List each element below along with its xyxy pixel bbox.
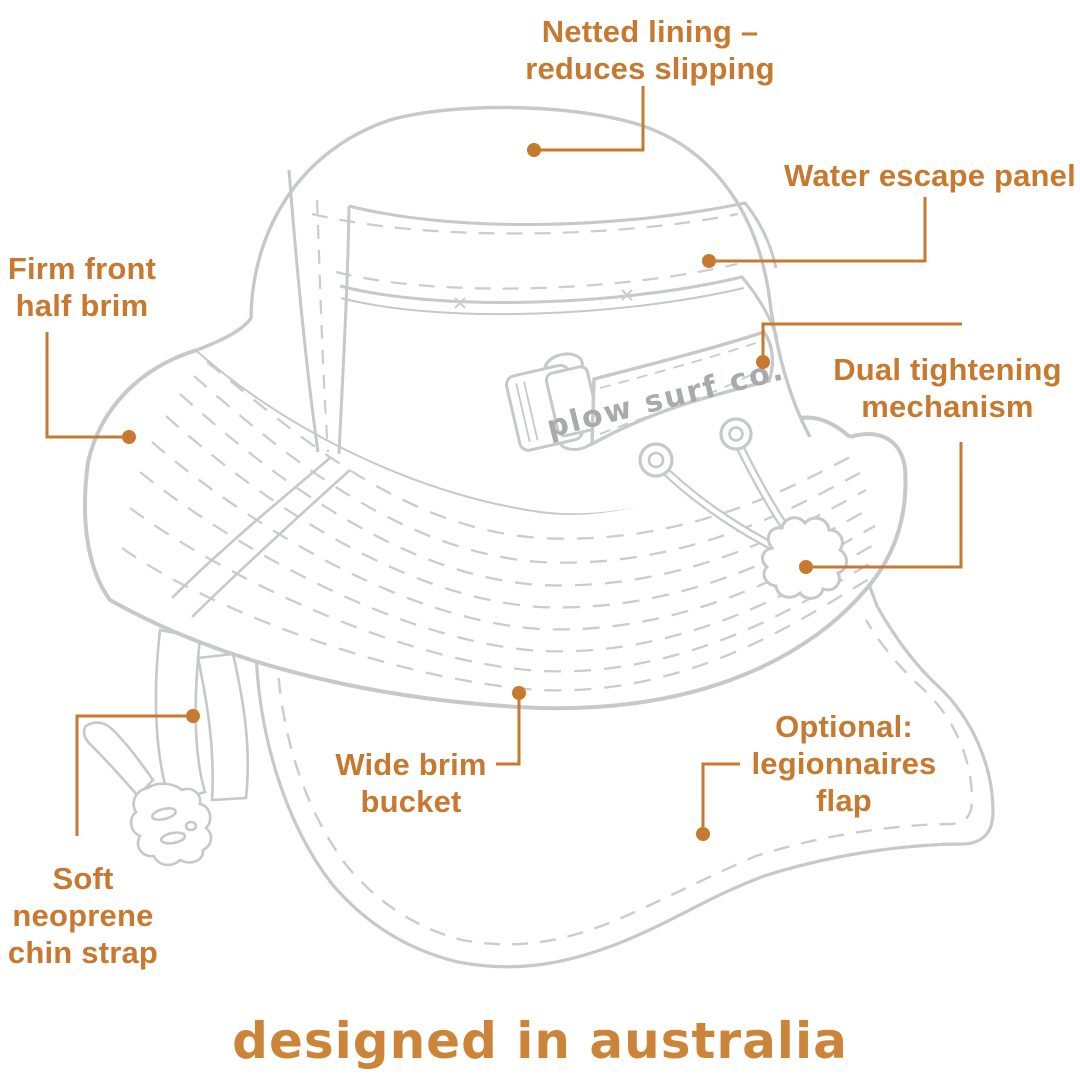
- footer-tagline: designed in australia: [232, 1012, 848, 1070]
- toggle-slot: [184, 820, 198, 832]
- dot-firm-brim: [122, 430, 136, 444]
- callout-dots: [122, 143, 813, 841]
- label-line: flap: [816, 783, 872, 819]
- label-line: chin strap: [7, 935, 159, 971]
- dot-wide-brim: [512, 686, 526, 700]
- label-line: Firm front: [7, 251, 157, 286]
- crown-front-seam: [287, 169, 351, 455]
- leader-firm-brim: [45, 332, 122, 439]
- dot-legionnaires: [696, 827, 710, 841]
- chin-strap-drawing: [82, 628, 250, 867]
- label-line: legionnaires: [751, 746, 937, 782]
- leader-legionnaires: [701, 762, 740, 827]
- label-legionnaires: Optional: legionnaires flap: [742, 708, 946, 820]
- chin-strap-arm-right: [196, 652, 250, 802]
- brim-front-seam: [171, 457, 351, 618]
- label-line: half brim: [15, 288, 149, 324]
- label-dual-tightening: Dual tightening mechanism: [825, 351, 1070, 425]
- label-line: neoprene: [12, 898, 154, 934]
- label-line: bucket: [360, 784, 462, 820]
- label-water-escape: Water escape panel: [770, 157, 1080, 194]
- dot-netted-lining: [527, 143, 541, 157]
- toggle-slot: [159, 831, 187, 845]
- strap-buckle: [504, 352, 601, 452]
- label-line: Wide brim: [335, 747, 487, 782]
- label-firm-brim: Firm front half brim: [0, 250, 164, 324]
- label-line: Optional:: [775, 709, 913, 744]
- toggle-slot: [150, 807, 178, 821]
- eyelets: [638, 417, 753, 478]
- brim-fill: [84, 350, 906, 709]
- cord-lock-toggle: [760, 516, 848, 600]
- label-netted-lining: Netted lining – reduces slipping: [430, 13, 870, 87]
- label-line: mechanism: [861, 389, 1034, 425]
- label-line: Netted lining –: [541, 14, 759, 49]
- leader-wide-brim: [496, 700, 521, 766]
- leader-dual-upper: [761, 322, 962, 355]
- dot-chin-strap: [186, 709, 200, 723]
- label-line: Dual tightening: [833, 352, 1062, 387]
- buckle-stitching: [515, 381, 539, 443]
- crown-outline: [196, 105, 812, 438]
- leader-chin-strap: [75, 714, 186, 836]
- water-escape-panel: [311, 201, 779, 339]
- leader-dual-lower: [813, 442, 963, 569]
- brim-outer-edge: [82, 348, 908, 711]
- leader-water-escape: [716, 197, 927, 263]
- strap-stitching: [599, 342, 761, 435]
- label-line: Water escape panel: [784, 158, 1076, 193]
- flap-stitch-line: [275, 619, 974, 946]
- label-chin-strap: Soft neoprene chin strap: [0, 860, 166, 972]
- label-line: Soft: [52, 861, 114, 896]
- dot-dual-lower: [799, 560, 813, 574]
- dot-dual-upper: [756, 355, 770, 369]
- label-wide-brim: Wide brim bucket: [328, 746, 494, 820]
- leader-netted-lining: [540, 86, 645, 152]
- chin-strap-toggle: [129, 782, 213, 867]
- drawstring-assembly: [638, 417, 848, 600]
- chin-strap-arm-thin: [82, 721, 155, 798]
- label-line: reduces slipping: [525, 51, 775, 87]
- dot-water-escape: [702, 254, 716, 268]
- callout-leaders: [45, 86, 963, 836]
